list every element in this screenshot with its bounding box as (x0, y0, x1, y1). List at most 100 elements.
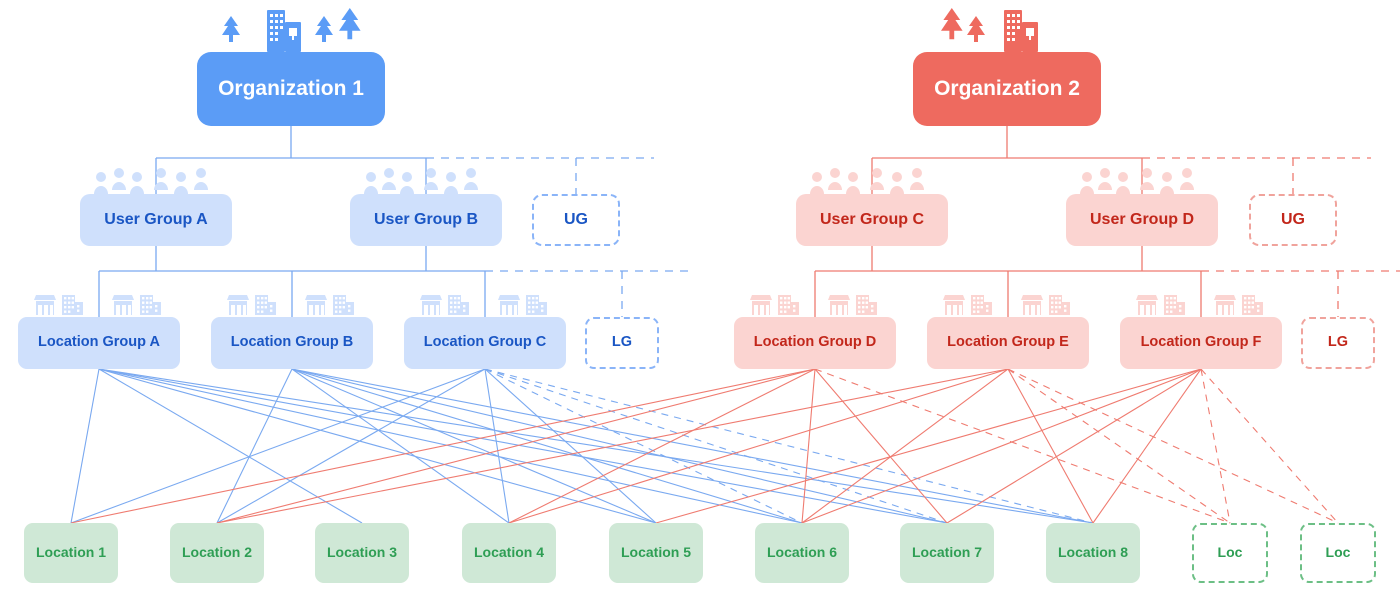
location-group-node-label: Location Group E (947, 334, 1069, 351)
person-icon (1116, 172, 1130, 194)
user-group-node-label: UG (1281, 211, 1305, 229)
building-icon (255, 295, 276, 315)
organization-node-org2[interactable]: Organization 2 (913, 52, 1101, 126)
person-icon (464, 168, 478, 190)
person-icon (424, 168, 438, 190)
location-group-node-lg-ghost-2[interactable]: LG (1301, 317, 1375, 369)
building-icon (1049, 295, 1070, 315)
building-icon (1242, 295, 1263, 315)
user-group-node-ug-ghost-2[interactable]: UG (1249, 194, 1337, 246)
location-node-label: Location 4 (473, 544, 544, 561)
location-group-node-lg-ghost-1[interactable]: LG (585, 317, 659, 369)
person-icon (112, 168, 126, 190)
shop-icon (1214, 295, 1236, 315)
building-icon (140, 295, 161, 315)
shop-icon (943, 295, 965, 315)
location-node-loc8[interactable]: Location 8 (1046, 523, 1140, 583)
building-icon (526, 295, 547, 315)
shop-icon (34, 295, 56, 315)
location-node-label: Location 7 (911, 544, 982, 561)
location-group-node-lgc[interactable]: Location Group C (404, 317, 566, 369)
user-group-node-label: User Group C (819, 211, 924, 229)
location-node-label: Loc (1217, 544, 1243, 561)
person-icon (130, 172, 144, 194)
location-node-loc2[interactable]: Location 2 (170, 523, 264, 583)
user-group-node-ugd[interactable]: User Group D (1066, 194, 1218, 246)
person-icon (174, 172, 188, 194)
building-icon (62, 295, 83, 315)
location-node-loc-ghost-1[interactable]: Loc (1192, 523, 1268, 583)
person-icon (94, 172, 108, 194)
location-node-label: Loc (1325, 544, 1351, 561)
user-group-node-label: User Group A (104, 211, 208, 229)
location-node-loc3[interactable]: Location 3 (315, 523, 409, 583)
organization-node-label: Organization 1 (218, 77, 364, 101)
location-node-label: Location 1 (35, 544, 106, 561)
location-node-loc5[interactable]: Location 5 (609, 523, 703, 583)
tree-icon (941, 8, 963, 40)
person-icon (364, 172, 378, 194)
shop-icon (112, 295, 134, 315)
person-icon (846, 172, 860, 194)
location-node-loc6[interactable]: Location 6 (755, 523, 849, 583)
location-group-node-label: Location Group D (753, 334, 877, 351)
person-icon (444, 172, 458, 194)
location-group-node-lgf[interactable]: Location Group F (1120, 317, 1282, 369)
person-icon (154, 168, 168, 190)
person-icon (890, 172, 904, 194)
location-group-node-label: LG (1327, 334, 1349, 351)
person-icon (400, 172, 414, 194)
building-icon (856, 295, 877, 315)
person-icon (1160, 172, 1174, 194)
decorative-icons (34, 8, 1263, 315)
building-icon (333, 295, 354, 315)
user-group-node-label: User Group D (1089, 211, 1194, 229)
location-group-node-label: Location Group C (423, 334, 547, 351)
location-node-label: Location 5 (620, 544, 691, 561)
user-group-node-uga[interactable]: User Group A (80, 194, 232, 246)
location-node-loc7[interactable]: Location 7 (900, 523, 994, 583)
location-node-label: Location 6 (766, 544, 837, 561)
shop-icon (305, 295, 327, 315)
building-icon (1164, 295, 1185, 315)
shop-icon (227, 295, 249, 315)
organization-node-org1[interactable]: Organization 1 (197, 52, 385, 126)
location-group-node-label: LG (611, 334, 633, 351)
user-group-node-label: UG (564, 211, 588, 229)
tree-icon (339, 8, 361, 40)
user-group-node-label: User Group B (373, 211, 478, 229)
tree-icon (222, 16, 240, 42)
city-skyline-icon (1004, 10, 1038, 52)
location-group-node-label: Location Group F (1140, 334, 1262, 351)
person-icon (810, 172, 824, 194)
location-group-node-label: Location Group A (38, 334, 160, 351)
building-icon (448, 295, 469, 315)
shop-icon (750, 295, 772, 315)
person-icon (382, 168, 396, 190)
location-node-label: Location 3 (326, 544, 397, 561)
shop-icon (498, 295, 520, 315)
tree-icon (967, 16, 985, 42)
location-node-label: Location 2 (181, 544, 252, 561)
location-group-node-label: Location Group B (230, 334, 354, 351)
shop-icon (828, 295, 850, 315)
shop-icon (420, 295, 442, 315)
location-group-node-lgb[interactable]: Location Group B (211, 317, 373, 369)
location-node-loc-ghost-2[interactable]: Loc (1300, 523, 1376, 583)
location-node-loc4[interactable]: Location 4 (462, 523, 556, 583)
person-icon (1098, 168, 1112, 190)
location-group-node-lgd[interactable]: Location Group D (734, 317, 896, 369)
shop-icon (1021, 295, 1043, 315)
person-icon (1180, 168, 1194, 190)
user-group-node-ugb[interactable]: User Group B (350, 194, 502, 246)
location-node-loc1[interactable]: Location 1 (24, 523, 118, 583)
person-icon (870, 168, 884, 190)
person-icon (910, 168, 924, 190)
location-group-node-lge[interactable]: Location Group E (927, 317, 1089, 369)
tree-icon (315, 16, 333, 42)
user-group-node-ugc[interactable]: User Group C (796, 194, 948, 246)
person-icon (1080, 172, 1094, 194)
user-group-node-ug-ghost-1[interactable]: UG (532, 194, 620, 246)
location-group-node-lga[interactable]: Location Group A (18, 317, 180, 369)
